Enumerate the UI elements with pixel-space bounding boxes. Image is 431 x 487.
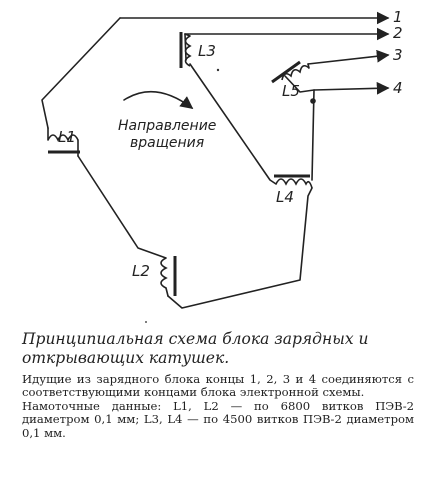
coil-l3-label: L3 xyxy=(198,42,216,60)
figure-caption-title: Принципиальная схема блока зарядных и от… xyxy=(22,330,369,367)
coil-l2-label: L2 xyxy=(132,262,150,280)
description-paragraph-1: Идущие из зарядного блока концы 1, 2, 3 … xyxy=(22,372,414,400)
coil-l3 xyxy=(179,32,192,68)
terminal-line-3 xyxy=(307,49,390,65)
terminal-line-4 xyxy=(313,81,390,95)
figure-description: Идущие из зарядного блока концы 1, 2, 3 … xyxy=(22,372,414,440)
wiring xyxy=(41,17,315,309)
speck xyxy=(216,68,220,72)
terminal-number-3: 3 xyxy=(393,46,403,64)
coil-l5-label: L5 xyxy=(282,82,300,100)
circuit-diagram: 1 2 3 4 L1 L2 L3 xyxy=(41,8,403,323)
speck xyxy=(145,321,147,323)
coil-l5 xyxy=(271,60,310,84)
terminal-number-1: 1 xyxy=(393,8,403,26)
coil-l1-label: L1 xyxy=(58,128,76,146)
coil-l4-label: L4 xyxy=(276,188,294,206)
coil-l2 xyxy=(160,256,177,297)
terminal-number-4: 4 xyxy=(393,79,403,97)
coil-l1 xyxy=(47,127,80,157)
rotation-arrow xyxy=(123,90,194,109)
rotation-label-line1: Направление xyxy=(118,118,216,134)
coil-l4 xyxy=(274,174,313,189)
terminal-number-2: 2 xyxy=(393,24,403,42)
junction-dot xyxy=(310,98,316,104)
rotation-label-line2: вращения xyxy=(130,135,204,151)
description-paragraph-2: Намоточные данные: L1, L2 — по 6800 витк… xyxy=(22,398,414,440)
